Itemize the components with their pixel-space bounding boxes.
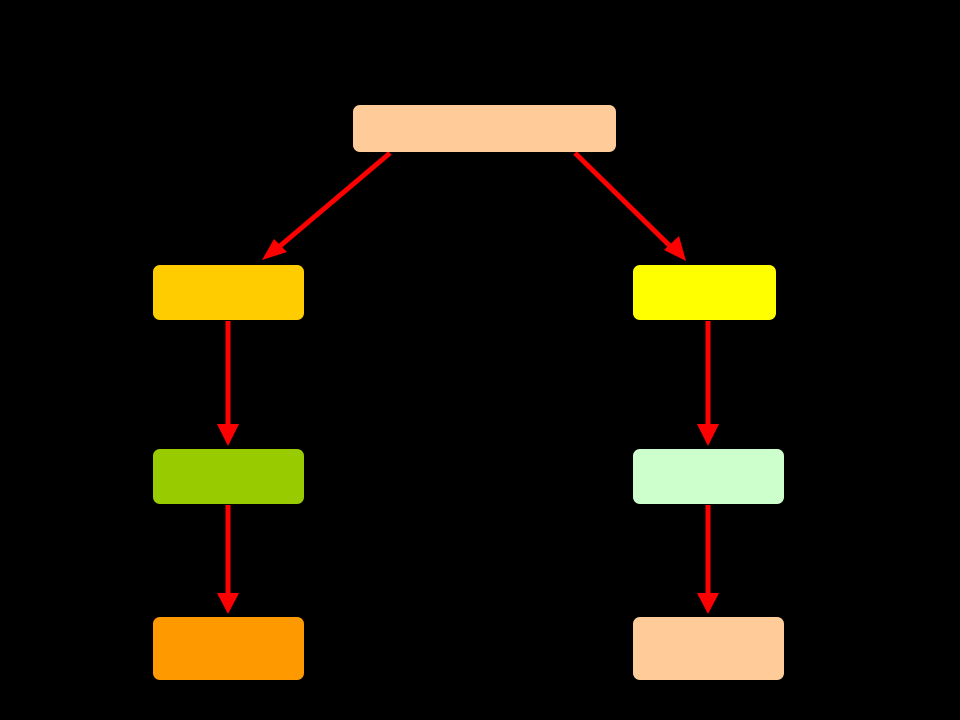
edge-right-1-to-right-2 bbox=[697, 321, 719, 446]
arrow-line bbox=[573, 151, 672, 248]
arrow-head bbox=[217, 424, 239, 446]
left-level-1-node bbox=[153, 265, 304, 320]
arrow-head bbox=[697, 424, 719, 446]
root-node bbox=[353, 105, 616, 152]
edge-left-2-to-left-3 bbox=[217, 505, 239, 614]
left-level-3-node bbox=[153, 617, 304, 680]
right-level-2-node bbox=[633, 449, 784, 504]
arrow-head bbox=[697, 593, 719, 614]
arrow-head bbox=[664, 236, 686, 261]
right-level-3-node bbox=[633, 617, 784, 680]
edge-right-2-to-right-3 bbox=[697, 505, 719, 614]
right-level-1-node bbox=[633, 265, 776, 320]
edge-left-1-to-left-2 bbox=[217, 321, 239, 446]
arrow-head bbox=[262, 239, 287, 260]
edge-root-to-right-1 bbox=[573, 151, 686, 261]
arrow-line bbox=[278, 151, 392, 248]
arrow-head bbox=[217, 593, 239, 614]
edge-root-to-left-1 bbox=[262, 151, 392, 260]
left-level-2-node bbox=[153, 449, 304, 504]
